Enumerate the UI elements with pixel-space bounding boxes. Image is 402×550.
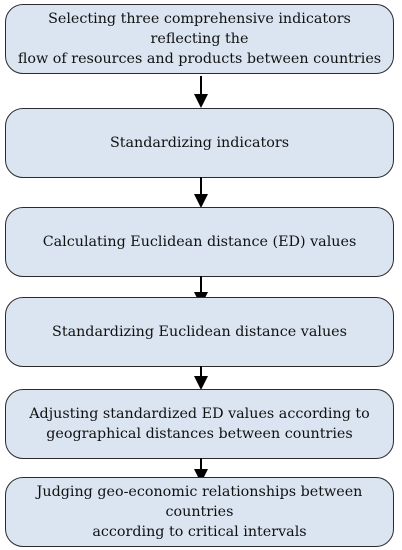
step-2-label: Standardizing indicators: [109, 135, 290, 151]
step-4-standardize-ed: Standardizing Euclidean distance values: [5, 297, 394, 367]
arrow-2-to-3: [194, 177, 208, 208]
step-3-label: Calculating Euclidean distance (ED) valu…: [42, 234, 357, 250]
step-1-select-indicators: Selecting three comprehensive indicators…: [5, 4, 394, 74]
arrow-4-to-5: [194, 366, 208, 390]
step-2-standardize-indicators: Standardizing indicators: [5, 108, 394, 178]
step-5-adjust-ed: Adjusting standardized ED values accordi…: [5, 389, 394, 459]
step-1-label: Selecting three comprehensive indicators…: [17, 11, 382, 67]
step-6-judge-relationships: Judging geo-economic relationships betwe…: [5, 477, 394, 547]
step-6-label: Judging geo-economic relationships betwe…: [36, 484, 363, 540]
step-4-label: Standardizing Euclidean distance values: [52, 324, 347, 340]
step-5-label: Adjusting standardized ED values accordi…: [29, 406, 370, 442]
arrow-1-to-2: [194, 76, 208, 108]
step-3-calculate-ed: Calculating Euclidean distance (ED) valu…: [5, 207, 394, 277]
